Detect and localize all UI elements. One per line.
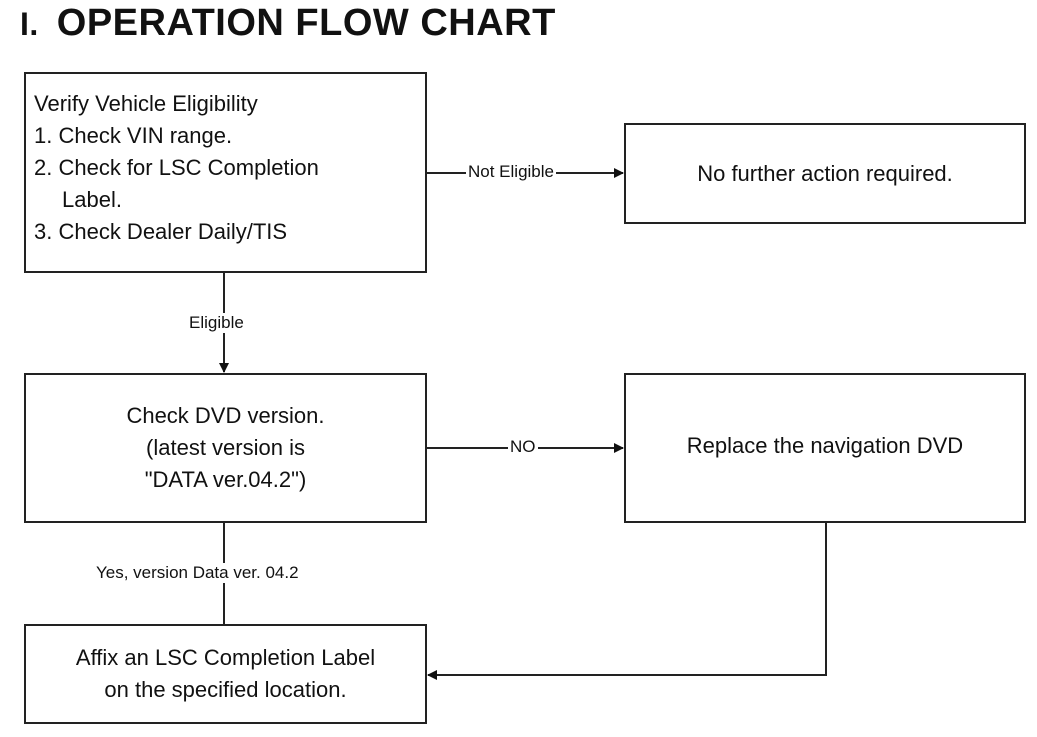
edge-label-not-eligible: Not Eligible	[466, 162, 556, 182]
node-text-line: Replace the navigation DVD	[686, 433, 964, 458]
page-title-text: OPERATION FLOW CHART	[56, 2, 556, 44]
node-no-further-action: No further action required.	[624, 123, 1026, 224]
node-text-line: Label.	[62, 187, 122, 212]
node-text-line: Verify Vehicle Eligibility	[34, 91, 258, 116]
node-check-dvd-version: Check DVD version. (latest version is "D…	[24, 373, 427, 523]
edge-label-eligible: Eligible	[187, 313, 246, 333]
node-verify-eligibility: Verify Vehicle Eligibility 1. Check VIN …	[24, 72, 427, 273]
node-text-line: Affix an LSC Completion Label	[75, 645, 376, 670]
node-affix-lsc-label: Affix an LSC Completion Label on the spe…	[24, 624, 427, 724]
edge-label-yes: Yes, version Data ver. 04.2	[94, 563, 301, 583]
node-text-line: Check DVD version.	[126, 403, 325, 428]
node-text-line: on the specified location.	[104, 677, 347, 702]
node-text-line: 1. Check VIN range.	[34, 123, 233, 148]
section-number: I.	[20, 6, 39, 42]
node-text-line: (latest version is	[146, 435, 305, 460]
edge-label-no: NO	[508, 437, 538, 457]
page-title: I. OPERATION FLOW CHART	[20, 2, 556, 45]
node-replace-navigation-dvd: Replace the navigation DVD	[624, 373, 1026, 523]
node-text-line: 2. Check for LSC Completion	[34, 155, 319, 180]
node-text-line: 3. Check Dealer Daily/TIS	[34, 219, 288, 244]
edge-replace-to-affix-line	[427, 522, 827, 680]
node-text-line: No further action required.	[697, 160, 953, 186]
node-text-line: "DATA ver.04.2")	[144, 467, 307, 492]
